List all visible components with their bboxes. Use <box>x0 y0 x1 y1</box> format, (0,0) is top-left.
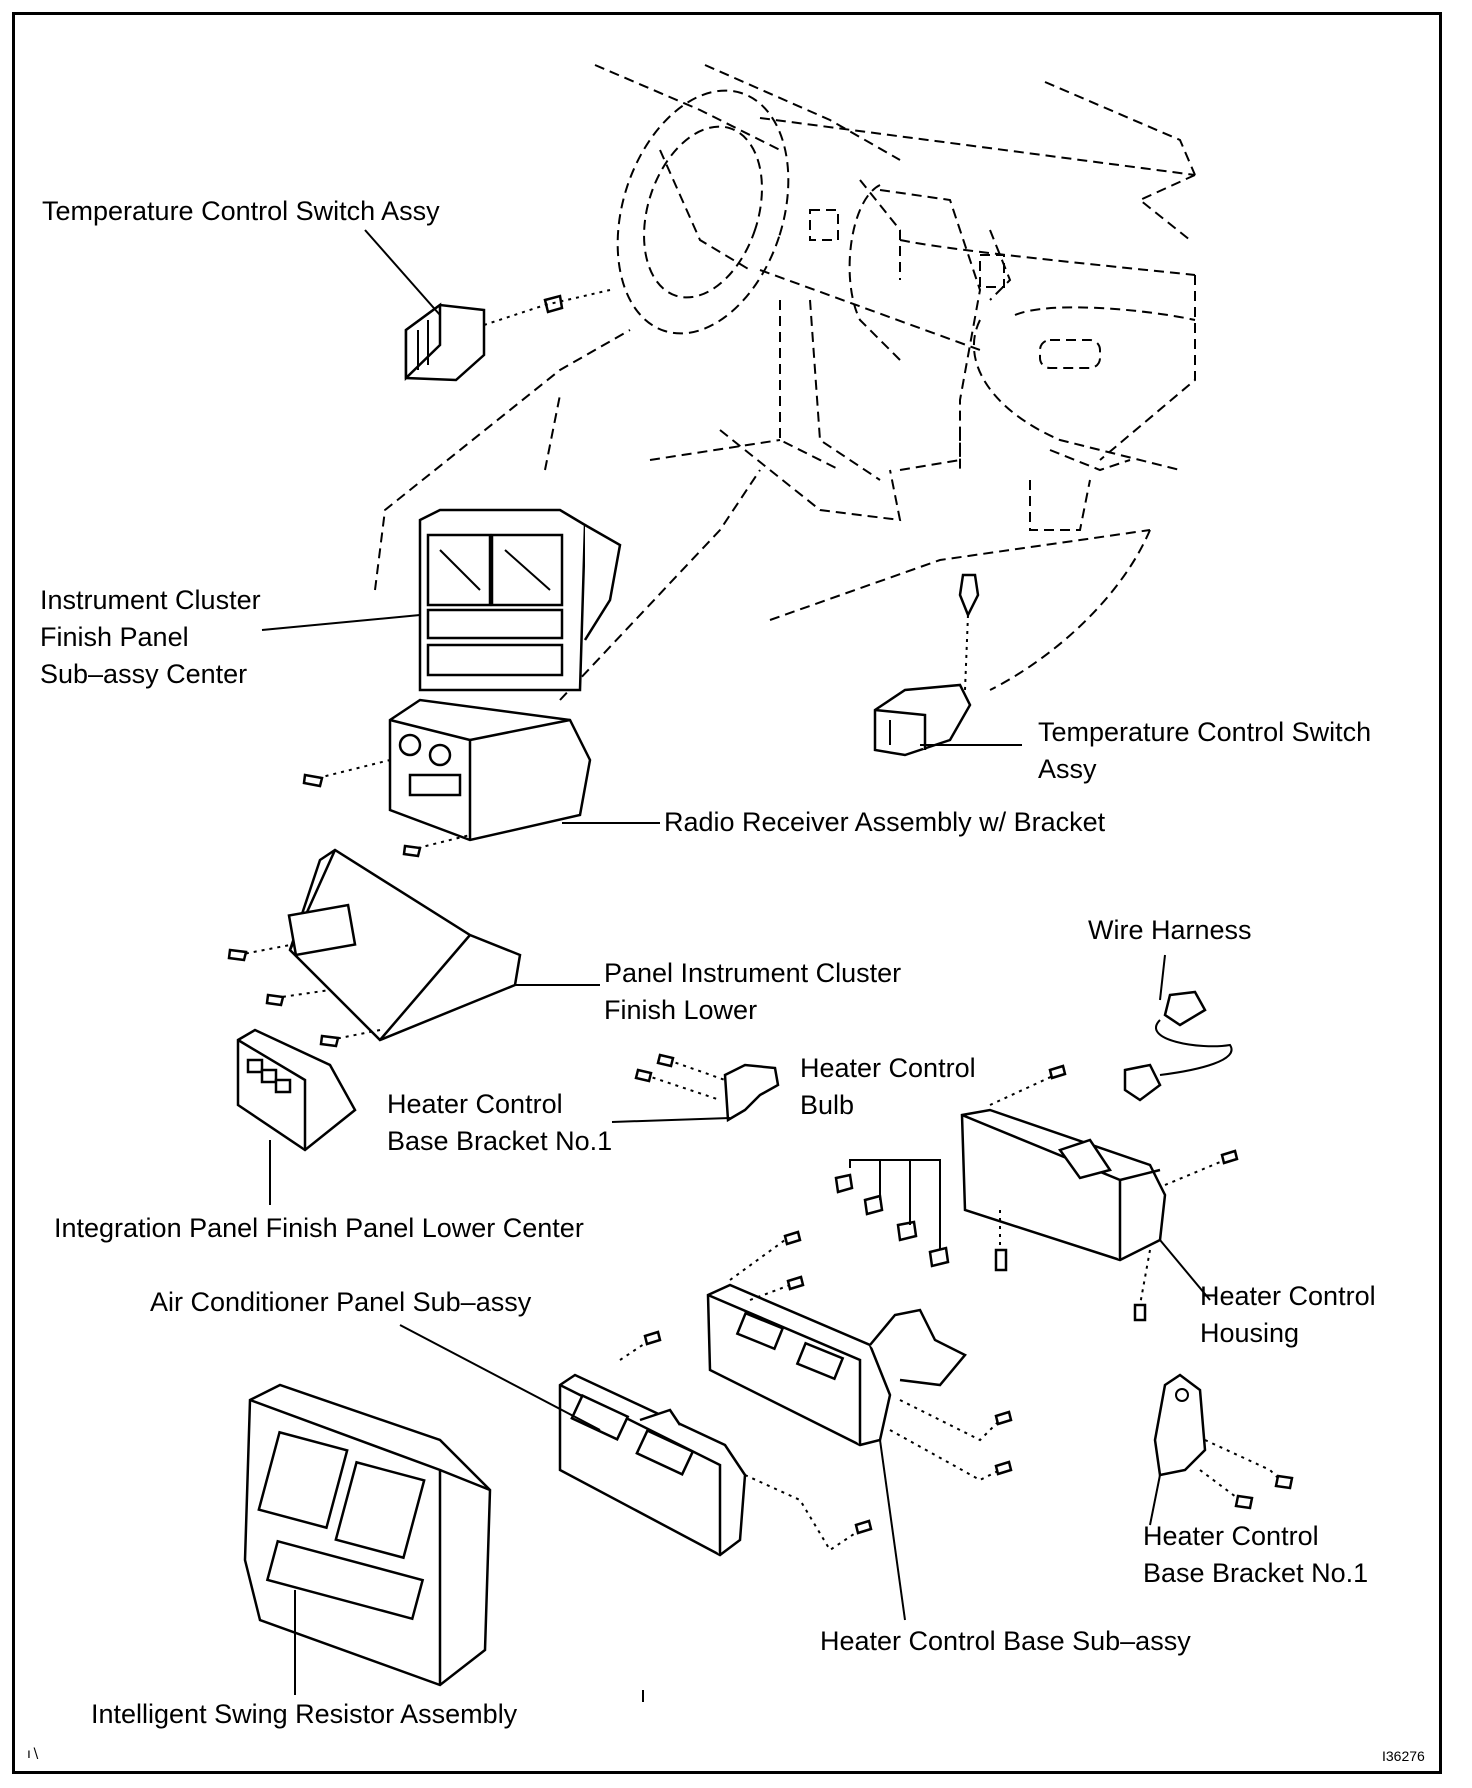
label-cluster-finish-panel-line1: Instrument Cluster <box>40 585 261 615</box>
heater-control-bulbs-drawing <box>834 1173 950 1268</box>
label-base-bracket-left-line2: Base Bracket No.1 <box>387 1126 613 1156</box>
label-heater-bulb-line1: Heater Control <box>800 1053 976 1083</box>
label-heater-housing-line2: Housing <box>1200 1318 1300 1348</box>
heater-control-base-drawing <box>706 1283 967 1447</box>
label-cluster-finish-panel-line3: Sub–assy Center <box>40 659 248 689</box>
label-ac-panel: Air Conditioner Panel Sub–assy <box>150 1287 532 1317</box>
label-temperature-switch-right-line2: Assy <box>1038 754 1097 784</box>
label-cluster-finish-panel-line2: Finish Panel <box>40 622 189 652</box>
label-base-bracket-right-line2: Base Bracket No.1 <box>1143 1558 1369 1588</box>
radio-receiver-drawing <box>388 698 592 842</box>
label-base-bracket-left-line1: Heater Control <box>387 1089 563 1119</box>
corner-mark: ı∖ <box>27 1745 40 1761</box>
instrument-cluster-finish-panel-drawing <box>418 508 622 692</box>
heater-base-bracket-left-drawing <box>723 1063 780 1123</box>
label-radio-receiver: Radio Receiver Assembly w/ Bracket <box>664 807 1106 837</box>
intelligent-swing-resistor-drawing <box>243 1383 492 1687</box>
leader-lines <box>261 229 1211 1695</box>
air-conditioner-panel-drawing <box>558 1373 747 1557</box>
label-panel-cluster-lower-line2: Finish Lower <box>604 995 758 1025</box>
heater-base-bracket-right-drawing <box>1153 1373 1207 1477</box>
temperature-switch-right-drawing <box>873 573 980 757</box>
label-temperature-switch-right-line1: Temperature Control Switch <box>1038 717 1372 747</box>
dashboard-outline <box>559 64 1196 701</box>
integration-panel-drawing <box>236 1028 357 1152</box>
label-panel-cluster-lower-line1: Panel Instrument Cluster <box>604 958 902 988</box>
temperature-switch-left-drawing <box>404 294 564 382</box>
label-heater-bulb-line2: Bulb <box>800 1090 855 1120</box>
label-base-bracket-right-line1: Heater Control <box>1143 1521 1319 1551</box>
label-heater-housing-line1: Heater Control <box>1200 1281 1376 1311</box>
wire-harness-drawing <box>1123 990 1233 1102</box>
panel-cluster-finish-lower-drawing <box>287 848 522 1042</box>
heater-control-housing-drawing <box>960 1108 1167 1262</box>
label-temperature-switch-left: Temperature Control Switch Assy <box>42 196 440 226</box>
label-swing-resistor: Intelligent Swing Resistor Assembly <box>91 1699 518 1729</box>
figure-id: I36276 <box>1382 1748 1425 1764</box>
label-wire-harness: Wire Harness <box>1088 915 1252 945</box>
label-heater-base: Heater Control Base Sub–assy <box>820 1626 1191 1656</box>
label-integration-panel: Integration Panel Finish Panel Lower Cen… <box>54 1213 584 1243</box>
